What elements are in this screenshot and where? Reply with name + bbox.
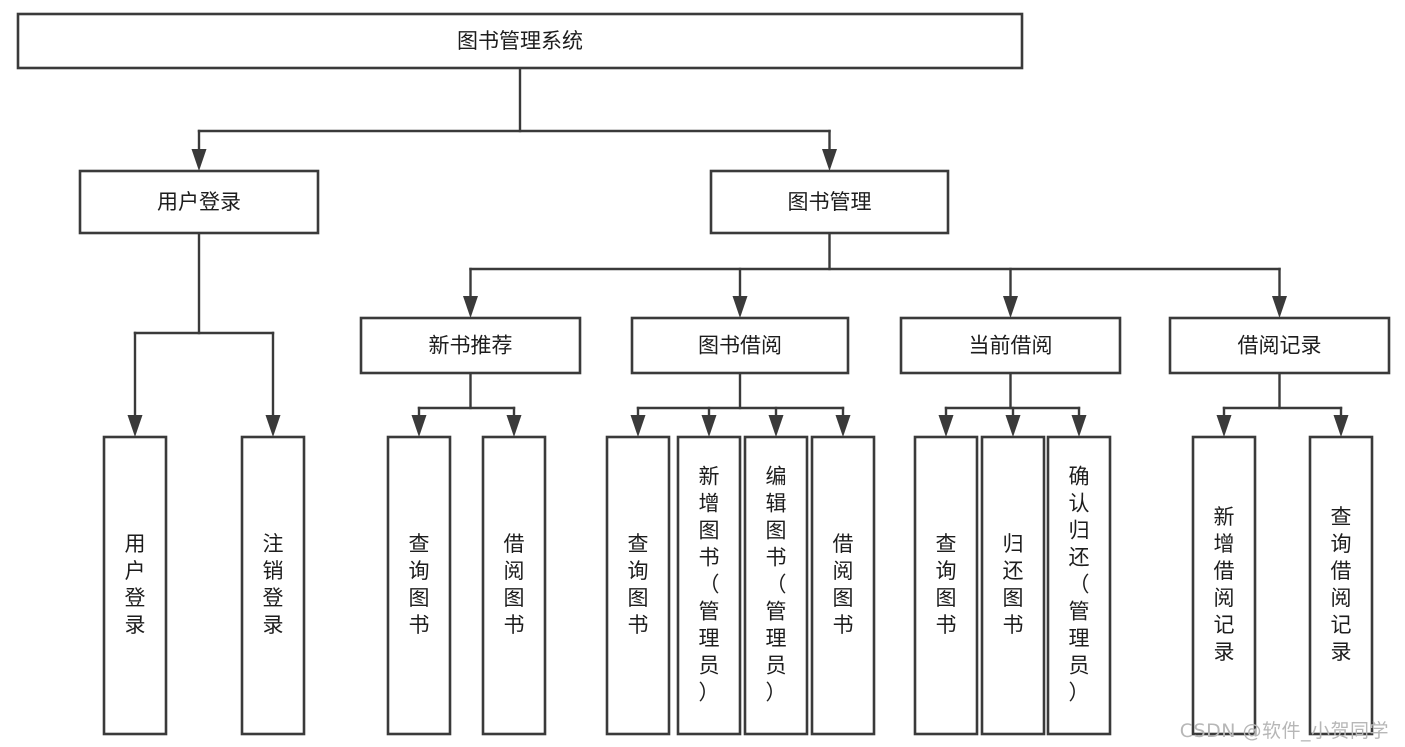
node-box [481, 435, 547, 736]
arrow-head-icon [1216, 415, 1232, 437]
arrow-head-icon [1333, 415, 1349, 437]
node-l-add-record[interactable]: 新增借阅记录 [1191, 435, 1257, 736]
node-label: 图书管理系统 [457, 29, 583, 53]
arrow-head-icon [191, 149, 207, 171]
node-box [1168, 316, 1391, 375]
node-box [78, 169, 320, 235]
arrow-head-icon [1005, 415, 1021, 437]
arrow-head-icon [463, 296, 478, 318]
node-label: 归还图书 [1003, 532, 1024, 637]
node-label: 查询图书 [409, 532, 430, 637]
node-layer: 图书管理系统用户登录图书管理新书推荐图书借阅当前借阅借阅记录用户登录注销登录查询… [16, 12, 1391, 736]
node-l-query-record[interactable]: 查询借阅记录 [1308, 435, 1374, 736]
node-n-current[interactable]: 当前借阅 [899, 316, 1122, 375]
node-box [899, 316, 1122, 375]
arrow-head-icon [835, 415, 851, 437]
arrow-head-icon [127, 415, 143, 437]
arrow-head-icon [822, 149, 837, 171]
node-l-borrow-book-1[interactable]: 借阅图书 [481, 435, 547, 736]
node-label: 新增借阅记录 [1214, 505, 1235, 664]
node-l-confirm-return[interactable]: 确认归还（管理员） [1046, 435, 1112, 736]
node-box [630, 316, 850, 375]
node-box [605, 435, 671, 736]
arrow-head-icon [768, 415, 784, 437]
node-n-new-rec[interactable]: 新书推荐 [359, 316, 582, 375]
node-label: 当前借阅 [969, 334, 1053, 358]
node-box [980, 435, 1046, 736]
node-box [16, 12, 1024, 70]
node-box [743, 435, 809, 736]
node-box [102, 435, 168, 736]
arrow-head-icon [265, 415, 281, 437]
node-box [1191, 435, 1257, 736]
node-label: 查询图书 [936, 532, 957, 637]
arrow-head-icon [506, 415, 522, 437]
node-l-add-book[interactable]: 新增图书（管理员） [676, 435, 742, 736]
node-label: 用户登录 [157, 190, 241, 214]
node-box [913, 435, 979, 736]
arrow-head-icon [1003, 296, 1018, 318]
node-l-user-login[interactable]: 用户登录 [102, 435, 168, 736]
node-n-user-login[interactable]: 用户登录 [78, 169, 320, 235]
node-label: 新书推荐 [429, 334, 513, 358]
node-box [240, 435, 306, 736]
node-box [386, 435, 452, 736]
arrow-head-icon [1272, 296, 1287, 318]
node-label: 图书借阅 [698, 334, 782, 358]
node-box [1046, 435, 1112, 736]
node-l-query-book-1[interactable]: 查询图书 [386, 435, 452, 736]
node-n-book-mgmt[interactable]: 图书管理 [709, 169, 950, 235]
arrow-head-icon [630, 415, 646, 437]
node-n-records[interactable]: 借阅记录 [1168, 316, 1391, 375]
arrow-head-icon [701, 415, 717, 437]
connector-layer [127, 66, 1349, 437]
node-n-borrow[interactable]: 图书借阅 [630, 316, 850, 375]
node-l-edit-book[interactable]: 编辑图书（管理员） [743, 435, 809, 736]
node-box [810, 435, 876, 736]
arrow-head-icon [938, 415, 954, 437]
node-box [359, 316, 582, 375]
node-label: 借阅图书 [504, 532, 525, 637]
node-l-return-book[interactable]: 归还图书 [980, 435, 1046, 736]
node-label: 查询图书 [628, 532, 649, 637]
node-label: 用户登录 [125, 532, 146, 637]
node-label: 确认归还（管理员） [1069, 465, 1090, 705]
node-l-query-book-2[interactable]: 查询图书 [605, 435, 671, 736]
node-label: 编辑图书（管理员） [766, 465, 787, 705]
arrow-head-icon [732, 296, 748, 318]
arrow-head-icon [411, 415, 427, 437]
node-l-borrow-book-2[interactable]: 借阅图书 [810, 435, 876, 736]
node-label: 查询借阅记录 [1331, 505, 1352, 664]
node-label: 注销登录 [263, 532, 284, 637]
node-box [709, 169, 950, 235]
node-label: 借阅图书 [833, 532, 854, 637]
node-l-user-logout[interactable]: 注销登录 [240, 435, 306, 736]
node-root[interactable]: 图书管理系统 [16, 12, 1024, 70]
watermark-text: CSDN @软件_小贺同学 [1179, 720, 1389, 742]
node-label: 图书管理 [788, 190, 872, 214]
node-label: 新增图书（管理员） [699, 465, 720, 705]
arrow-head-icon [1071, 415, 1087, 437]
node-label: 借阅记录 [1238, 334, 1322, 358]
node-box [1308, 435, 1374, 736]
node-l-query-book-3[interactable]: 查询图书 [913, 435, 979, 736]
node-box [676, 435, 742, 736]
